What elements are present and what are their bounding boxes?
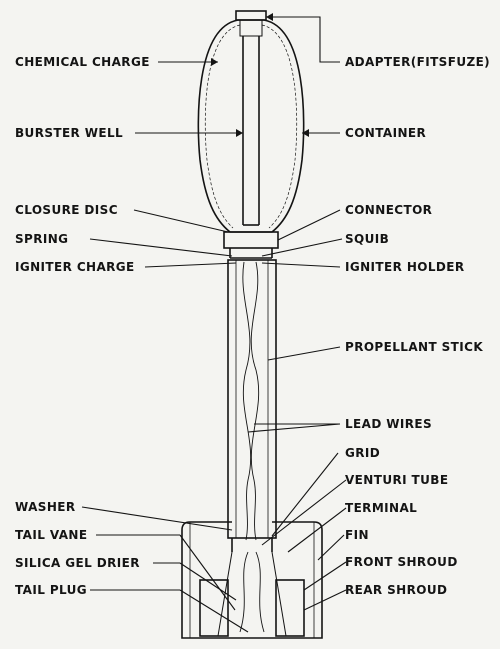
leader-silica-gel-2 [179,562,237,601]
label-lead-wires: LEAD WIRES [345,417,433,431]
label-terminal: TERMINAL [345,501,418,515]
label-squib: SQUIB [345,232,390,246]
propellant-tube [227,259,277,539]
label-igniter-holder: IGNITER HOLDER [345,260,465,274]
leader-squib [261,238,343,257]
connector [223,231,279,249]
label-propellant-stick: PROPELLANT STICK [345,340,484,354]
leader-rear-shroud [303,589,347,611]
leader-front-shroud [303,561,347,591]
lead-wires [242,261,252,541]
label-container: CONTAINER [345,126,427,140]
container-outline [197,19,305,233]
leader-closure-disc [133,209,229,233]
front-shroud [199,579,229,637]
leader-adapter [266,16,340,63]
label-silica-gel-drier: SILICA GEL DRIER [15,556,140,570]
label-igniter-charge: IGNITER CHARGE [15,260,135,274]
label-spring: SPRING [15,232,69,246]
leader-tail-vane-2 [179,534,236,611]
container-inner-outline [204,24,241,229]
adapter [235,10,267,21]
leader-venturi-tube [261,479,347,546]
label-adapter: ADAPTER(FITSFUZE) [345,55,491,69]
leader-washer [81,506,233,531]
label-chemical-charge: CHEMICAL CHARGE [15,55,150,69]
leader-igniter-holder [261,262,341,268]
leader-lead-wires-2 [247,423,341,433]
label-burster-well: BURSTER WELL [15,126,124,140]
tail-vane [217,551,287,637]
leader-propellant-stick [267,346,341,361]
label-fin: FIN [345,528,369,542]
leader-spring [89,238,233,257]
label-rear-shroud: REAR SHROUD [345,583,448,597]
leader-grid [271,452,339,537]
label-front-shroud: FRONT SHROUD [345,555,458,569]
label-tail-vane: TAIL VANE [15,528,88,542]
leader-terminal [287,507,347,553]
leader-igniter-charge [144,262,237,268]
leader-connector [277,209,341,241]
label-venturi-tube: VENTURI TUBE [345,473,449,487]
leader-fin [317,534,345,561]
label-washer: WASHER [15,500,76,514]
label-connector: CONNECTOR [345,203,433,217]
leader-tail-plug-2 [179,589,249,633]
rear-shroud [275,579,305,637]
label-tail-plug: TAIL PLUG [15,583,88,597]
label-closure-disc: CLOSURE DISC [15,203,118,217]
label-grid: GRID [345,446,381,460]
